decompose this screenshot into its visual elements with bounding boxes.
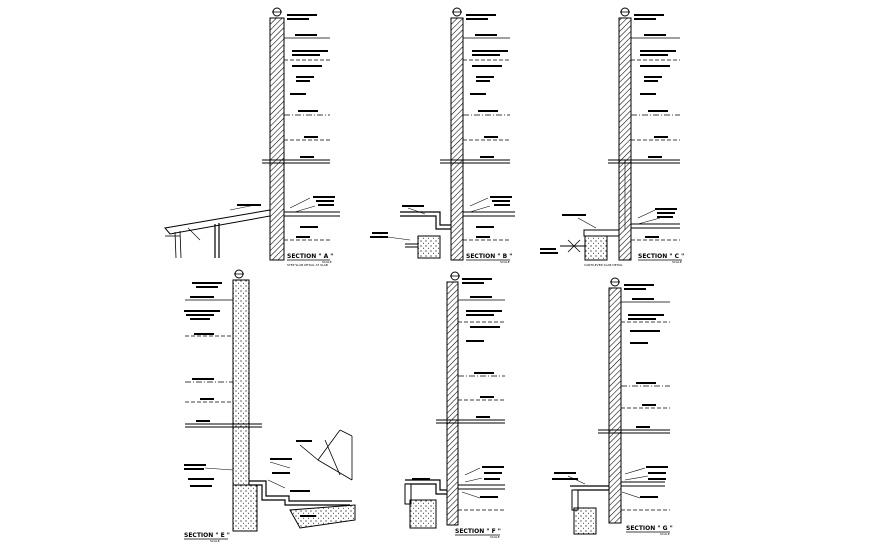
section-b: SECTION " B " SCALE xyxy=(370,7,515,264)
section-e-scale: SCALE xyxy=(210,539,220,543)
section-c: SECTION " C " SCALE CANTILEVER SLAB DETA… xyxy=(540,7,684,267)
section-f-title: SECTION " F " xyxy=(455,528,501,535)
section-g-scale: SCALE xyxy=(660,532,670,536)
section-f-scale: SCALE xyxy=(490,535,500,539)
section-g: SECTION " G " SCALE xyxy=(552,277,673,536)
section-g-title: SECTION " G " xyxy=(626,525,673,532)
section-c-scale: SCALE xyxy=(672,260,682,264)
section-e: SECTION " E " SCALE xyxy=(184,269,356,543)
section-c-title: SECTION " C " xyxy=(638,253,684,260)
section-f: SECTION " F " SCALE xyxy=(404,271,505,539)
section-a: SECTION " A " SCALE STEP SLAB DETAIL AT … xyxy=(164,7,340,267)
section-b-title: SECTION " B " xyxy=(466,253,512,260)
section-a-title: SECTION " A " xyxy=(287,253,333,260)
section-a-caption: STEP SLAB DETAIL AT SLAB xyxy=(287,263,328,267)
section-a-annotations xyxy=(287,14,328,158)
section-a-scale: SCALE xyxy=(322,260,332,264)
section-b-scale: SCALE xyxy=(500,260,510,264)
section-c-caption: CANTILEVER SLAB DETAIL xyxy=(584,263,623,267)
section-e-title: SECTION " E " xyxy=(184,532,230,539)
